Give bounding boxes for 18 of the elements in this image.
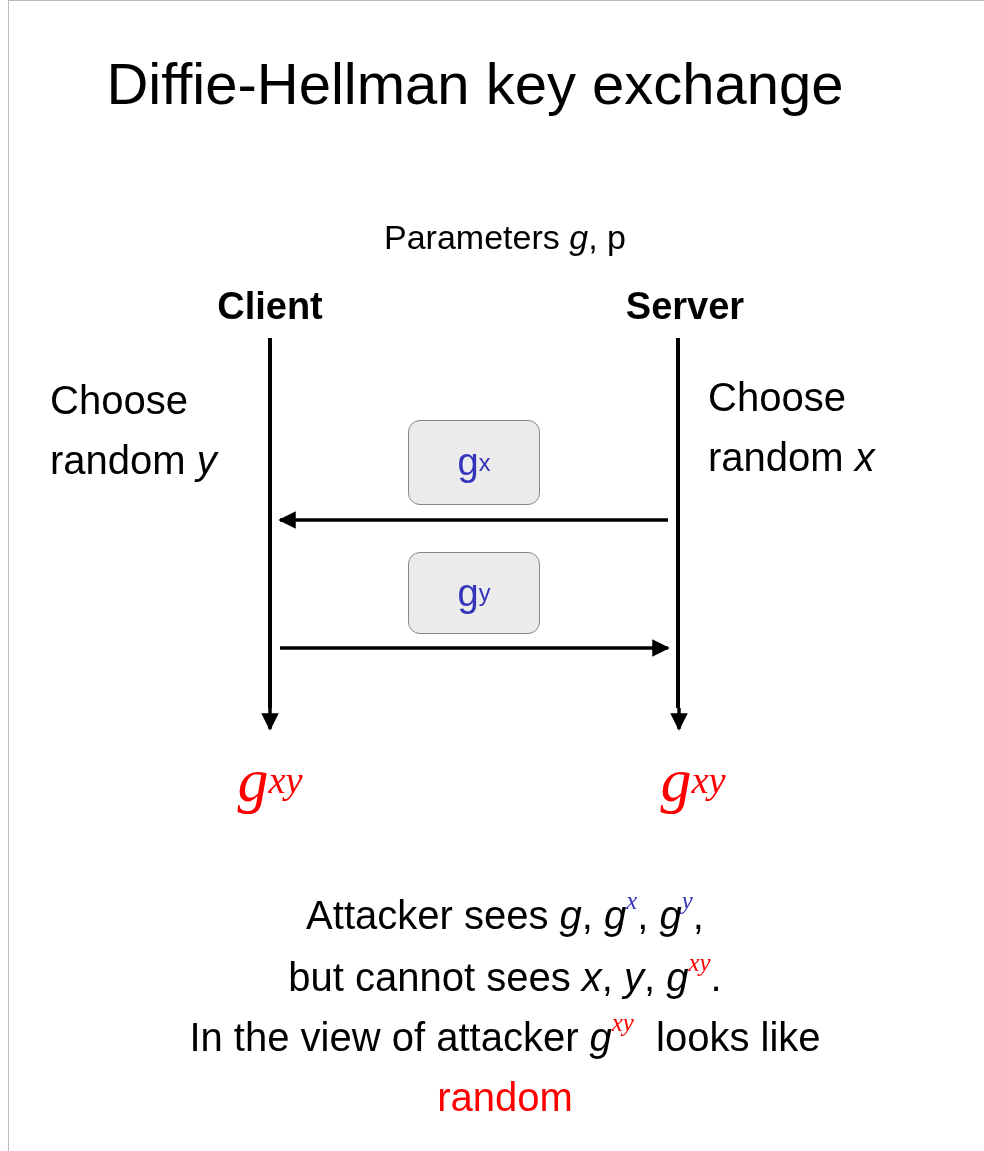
shared-key-label: g$^{xy}$ xyxy=(200,735,340,825)
arrow xyxy=(278,511,668,529)
arrow xyxy=(261,708,279,731)
arrow xyxy=(670,708,688,731)
note-text: but cannot sees x, y, g$^{xy}$. xyxy=(288,955,722,999)
note-text: Choose random x xyxy=(708,374,877,481)
note-text: Attacker sees g, g$^{x}$, g$^{y}$, xyxy=(306,893,704,937)
parameters-text: Parameters g, p xyxy=(384,218,626,256)
shared-key-label: g$^{xy}$ xyxy=(623,735,763,825)
note-text: random xyxy=(437,1075,573,1119)
participant-label: Client xyxy=(190,282,350,330)
note-text: Choose random y xyxy=(50,377,220,484)
lifeline-bar xyxy=(268,338,272,708)
arrow xyxy=(280,639,670,657)
participant-label: Server xyxy=(600,282,770,330)
note-text: In the view of attacker g$^{xy}$ looks like xyxy=(189,1015,821,1059)
lifeline-bar xyxy=(676,338,680,708)
title: Diffie-Hellman key exchange xyxy=(105,50,845,117)
